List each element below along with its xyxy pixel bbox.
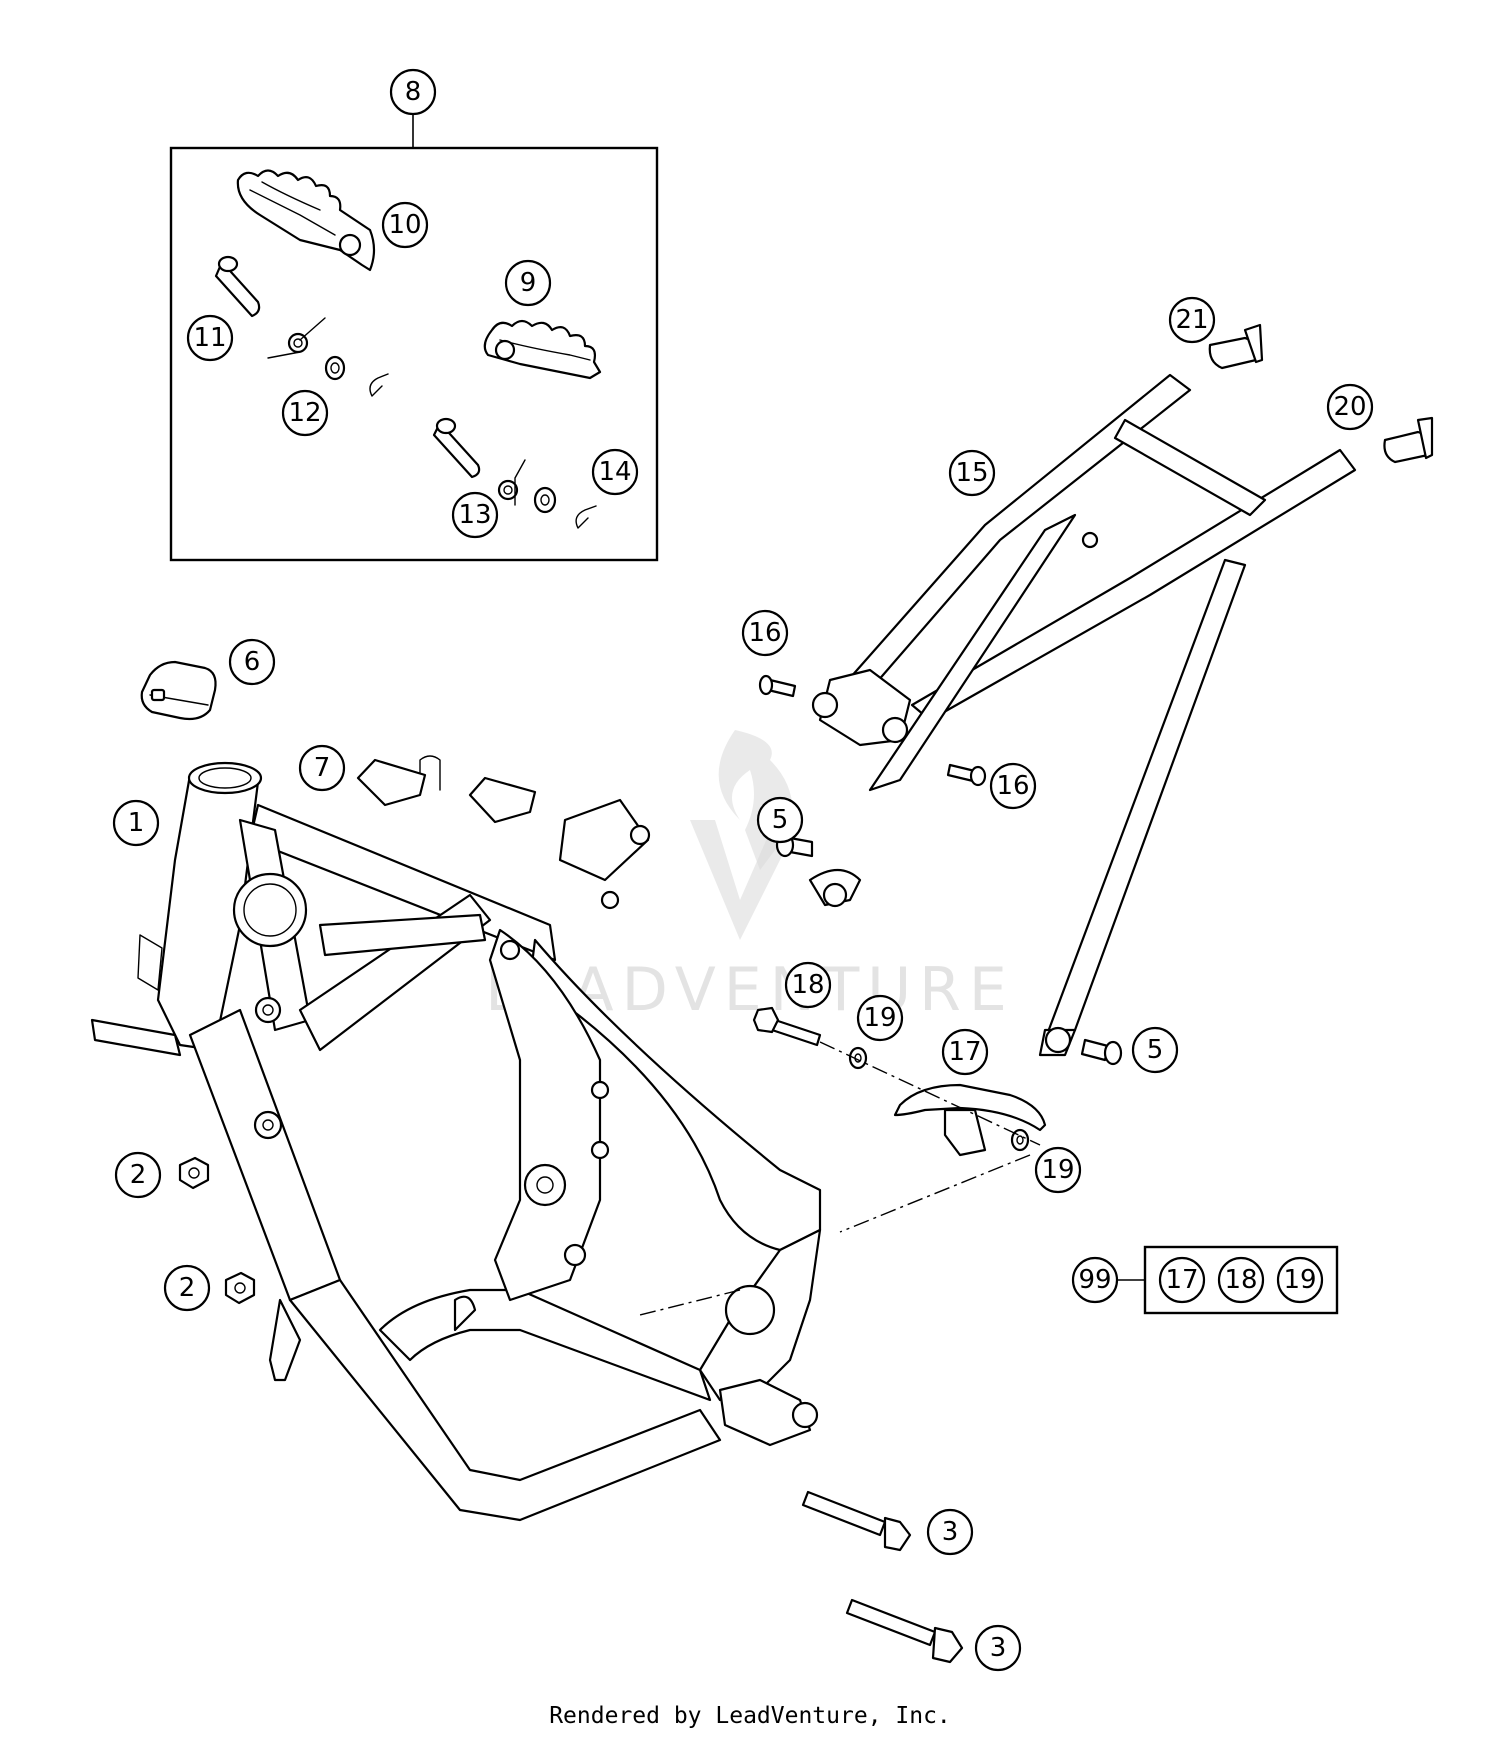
footpeg-kit-box (169, 146, 659, 562)
callout-label: 3 (990, 1633, 1007, 1663)
kit-callout: 99 (1071, 1256, 1119, 1304)
callout-20: 20 (1326, 383, 1374, 431)
washer-4 (1010, 1128, 1030, 1152)
callout-label: 12 (288, 398, 321, 428)
callout-11: 11 (186, 314, 234, 362)
assembly-line (819, 1041, 1041, 1146)
callout-label: 1 (128, 808, 145, 838)
kit-item-label: 17 (1165, 1265, 1198, 1295)
washer-2 (533, 486, 557, 514)
callout-14: 14 (591, 448, 639, 496)
callout-10: 10 (381, 201, 429, 249)
callout-9: 9 (504, 259, 552, 307)
kit-item: 18 (1217, 1256, 1265, 1304)
callout-6: 6 (228, 638, 276, 686)
callout-7: 7 (298, 744, 346, 792)
cotter-pin-2 (575, 505, 597, 529)
frame-protector (356, 758, 537, 824)
callout-3: 3 (926, 1508, 974, 1556)
callout-label: 5 (772, 805, 789, 835)
washer-3 (848, 1046, 868, 1070)
callout-8: 8 (389, 68, 437, 116)
callout-label: 21 (1175, 305, 1208, 335)
cotter-pin (369, 373, 389, 397)
callout-label: 17 (948, 1037, 981, 1067)
callout-3b: 3 (974, 1624, 1022, 1672)
callout-19b: 19 (1034, 1146, 1082, 1194)
subframe (808, 373, 1357, 1057)
bolt-2 (845, 1598, 964, 1664)
subframe-plug-2 (1383, 416, 1434, 464)
callout-label: 10 (388, 210, 421, 240)
callout-label: 16 (996, 771, 1029, 801)
callout-label: 8 (405, 77, 422, 107)
callout-label: 18 (791, 970, 824, 1000)
callout-16b: 16 (989, 762, 1037, 810)
kit-box (1143, 1245, 1339, 1315)
callout-label: 5 (1147, 1035, 1164, 1065)
bolt (801, 1490, 912, 1552)
nut-2 (224, 1271, 256, 1305)
callout-label: 3 (942, 1517, 959, 1547)
callout-label: 2 (130, 1160, 147, 1190)
kit-item: 17 (1158, 1256, 1206, 1304)
footpeg-spring (267, 317, 326, 359)
callout-label: 2 (179, 1273, 196, 1303)
callout-label: 9 (520, 268, 537, 298)
subframe-plug (1208, 323, 1264, 370)
callout-17: 17 (941, 1028, 989, 1076)
kit-item: 19 (1276, 1256, 1324, 1304)
callout-label: 15 (955, 458, 988, 488)
callout-15: 15 (948, 449, 996, 497)
callout-label: 6 (244, 647, 261, 677)
callout-19: 19 (856, 994, 904, 1042)
callout-13: 13 (451, 491, 499, 539)
callout-5: 5 (756, 796, 804, 844)
footpeg-spring-2 (497, 459, 526, 506)
callout-label: 20 (1333, 392, 1366, 422)
footpeg-pin (214, 255, 261, 318)
main-frame (90, 755, 822, 1522)
chain-slider-bolt (752, 1006, 822, 1047)
washer (324, 355, 346, 381)
callout-12: 12 (281, 389, 329, 437)
callout-21: 21 (1168, 296, 1216, 344)
chain-slider (893, 1083, 1047, 1157)
assembly-line (639, 1289, 741, 1316)
callout-18: 18 (784, 961, 832, 1009)
footpeg-left (236, 169, 376, 272)
subframe-bolt-2 (946, 763, 987, 787)
callout-1: 1 (112, 799, 160, 847)
callout-label: 11 (193, 323, 226, 353)
nut (178, 1156, 210, 1190)
footpeg-pin-2 (432, 417, 481, 479)
callout-label: 19 (863, 1003, 896, 1033)
callout-label: 16 (748, 618, 781, 648)
frame-cap (140, 660, 217, 721)
callout-label: 7 (314, 753, 331, 783)
callout-2: 2 (114, 1151, 162, 1199)
footpeg-right (483, 319, 602, 380)
shoulder-bolt-2 (1080, 1038, 1123, 1066)
kit-item-label: 18 (1224, 1265, 1257, 1295)
callout-16: 16 (741, 609, 789, 657)
callout-label: 13 (458, 500, 491, 530)
callout-2b: 2 (163, 1264, 211, 1312)
subframe-bolt (758, 674, 797, 698)
assembly-line (839, 1154, 1031, 1233)
callout-circle (1071, 1256, 1119, 1304)
footer-credit: Rendered by LeadVenture, Inc. (549, 1703, 951, 1729)
kit-label: 99 (1078, 1265, 1111, 1295)
callout-5b: 5 (1131, 1026, 1179, 1074)
kit-item-label: 19 (1283, 1265, 1316, 1295)
callout-label: 14 (598, 457, 631, 487)
callout-label: 19 (1041, 1155, 1074, 1185)
